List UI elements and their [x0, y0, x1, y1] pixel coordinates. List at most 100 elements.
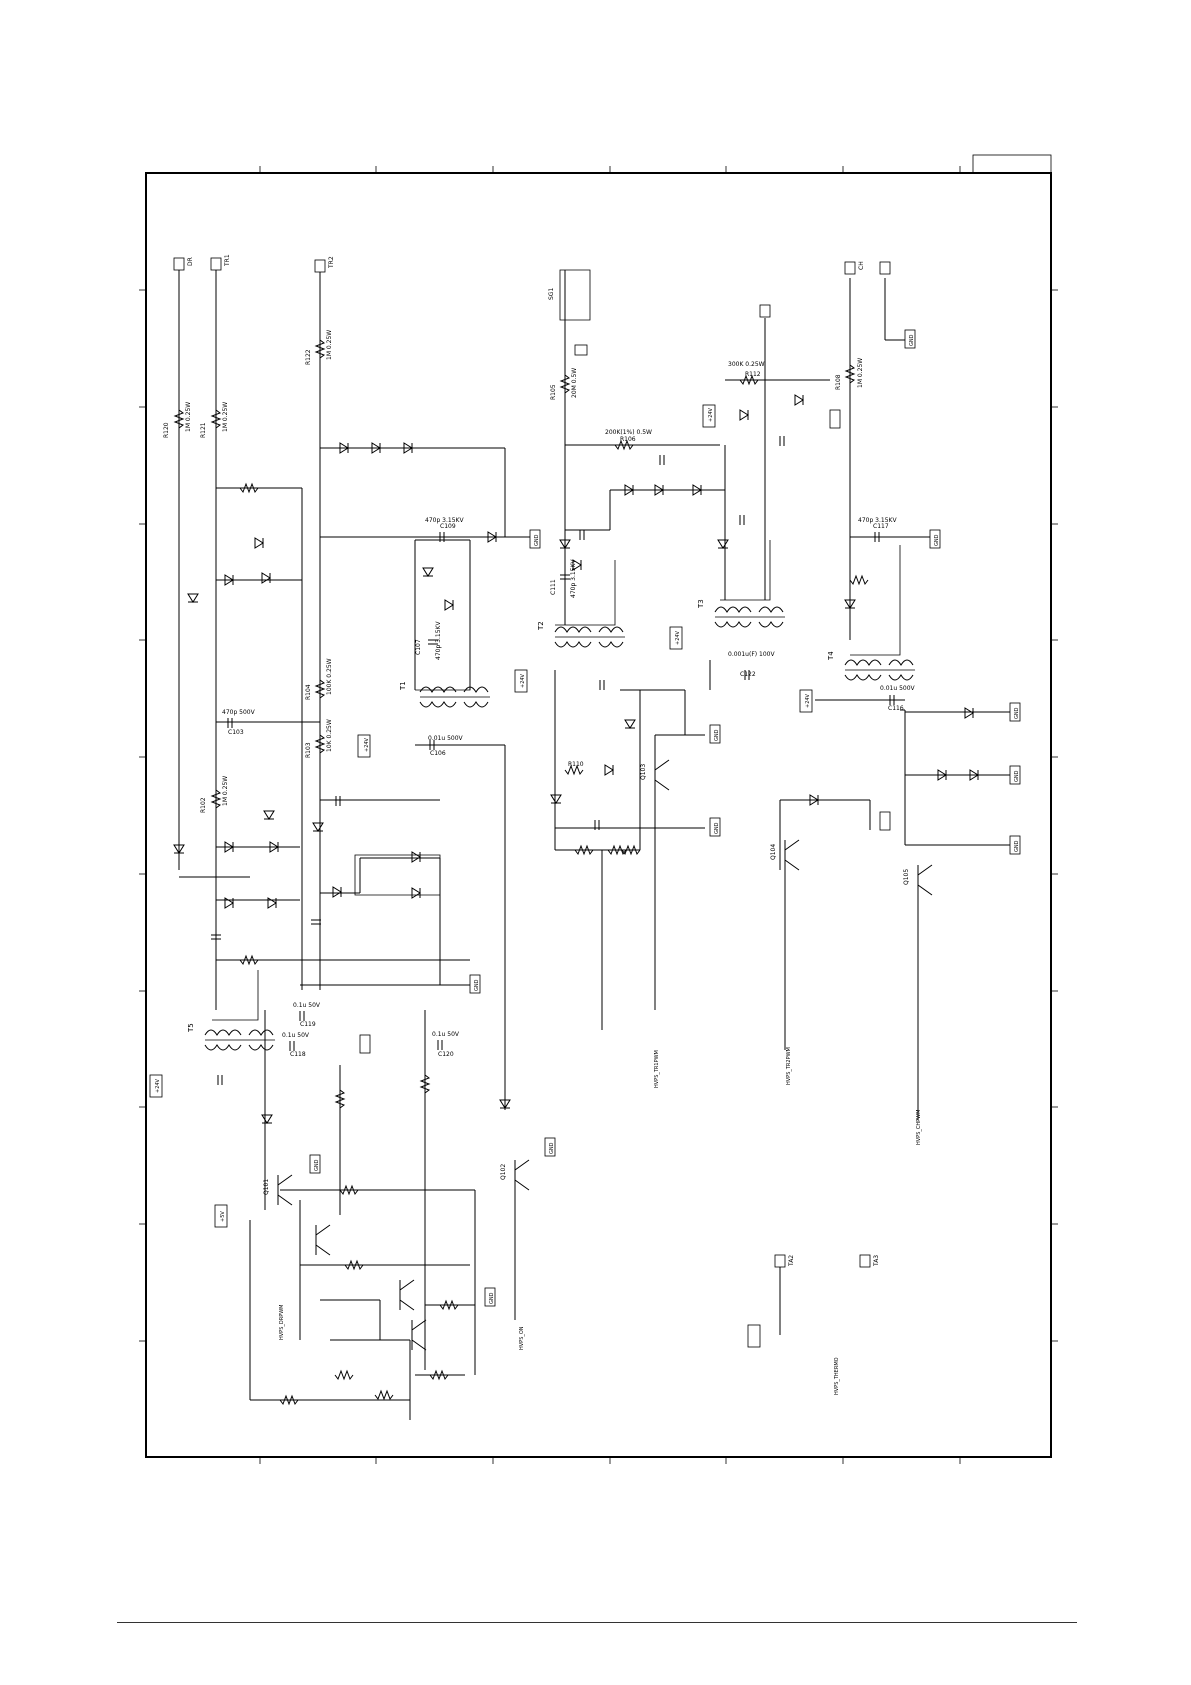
label-r104-value: 100K 0.25W: [326, 658, 333, 695]
net-gnd-3: GND: [314, 1159, 320, 1171]
title-tab: [972, 154, 1052, 174]
label-r122-value: 1M 0.25W: [326, 330, 333, 360]
label-r120: R120: [163, 422, 170, 438]
label-q102: Q102: [500, 1164, 507, 1180]
net-p24v-3: +24V: [675, 630, 681, 645]
net-gnd-8: GND: [909, 334, 915, 346]
connector-labels: DR TR1 TR2 CH TA2 TA3: [187, 254, 880, 1267]
net-hvps-tr1pwm: HVPS_TR1PWM: [654, 1050, 660, 1088]
label-r103-value: 10K 0.25W: [326, 719, 333, 752]
net-hvps-chpwm: HVPS_CHPWM: [916, 1110, 922, 1145]
label-c111-value: 470p 3.15KV: [570, 559, 577, 598]
label-c118: C118: [290, 1051, 306, 1058]
net-gnd-11: GND: [1014, 770, 1020, 782]
label-r106-value: 200K(1%) 0.5W: [605, 429, 652, 436]
net-gnd-5: GND: [489, 1292, 495, 1304]
net-p24v-6: +24V: [155, 1078, 161, 1093]
wiring: [178, 267, 1010, 1420]
label-r121: R121: [200, 422, 207, 438]
label-r105-value: 20M 0.5W: [571, 368, 578, 398]
net-labels: GND GND GND GND GND GND GND GND GND GND …: [155, 334, 1020, 1395]
label-c120: C120: [438, 1051, 454, 1058]
transformer-t3: [714, 606, 785, 628]
label-c106-value: 0.01u 500V: [428, 735, 464, 742]
label-t1: T1: [399, 681, 407, 691]
label-q105: Q105: [903, 869, 910, 885]
net-hvps-thermo: HVPS_THERMO: [834, 1357, 840, 1395]
net-hvps-on: HVPS_ON: [519, 1326, 525, 1350]
connector-stubs: [173, 257, 891, 1268]
label-sg1: SG1: [548, 288, 555, 300]
label-r104: R104: [305, 684, 312, 700]
label-c116: C116: [888, 705, 904, 712]
label-r112: R112: [745, 371, 761, 378]
resistors: [173, 339, 869, 1406]
diodes: [173, 394, 979, 1124]
net-p24v-1: +24V: [364, 737, 370, 752]
net-gnd-9: GND: [934, 534, 940, 546]
label-r121-value: 1M 0.25W: [222, 402, 229, 432]
label-c109-value: 470p 3.15KV: [425, 517, 464, 524]
label-t2: T2: [537, 621, 545, 631]
capacitors: [211, 436, 895, 1085]
label-t3: T3: [697, 599, 705, 609]
net-p5v: +5V: [220, 1211, 226, 1222]
label-r102: R102: [200, 797, 207, 813]
label-q103: Q103: [640, 764, 647, 780]
transistors: [277, 759, 933, 1351]
net-p24v-4: +24V: [520, 673, 526, 688]
label-t4: T4: [827, 651, 835, 661]
component-labels: R120 1M 0.25W R121 1M 0.25W R122 1M 0.25…: [163, 288, 916, 1195]
net-gnd-4: GND: [549, 1142, 555, 1154]
net-gnd-2: GND: [474, 979, 480, 991]
label-r106: R106: [620, 436, 636, 443]
label-c109: C109: [440, 523, 456, 530]
label-q101: Q101: [263, 1179, 270, 1195]
multiplier-stacks: [212, 269, 901, 1021]
net-hvps-drpwm: HVPS_DRPWM: [279, 1305, 285, 1340]
label-c106: C106: [430, 750, 446, 757]
label-r102-value: 1M 0.25W: [222, 776, 229, 806]
zone-ticks-vertical: [139, 289, 1058, 1342]
connector-ta2: TA2: [788, 1255, 795, 1267]
transformer-t2: [554, 626, 625, 648]
label-r112-value: 300K 0.25W: [728, 361, 765, 368]
label-c119: C119: [300, 1021, 316, 1028]
label-c117-value: 470p 3.15KV: [858, 517, 897, 524]
label-c111: C111: [550, 579, 557, 595]
net-gnd-1: GND: [534, 534, 540, 546]
connector-tr2: TR2: [328, 256, 335, 269]
label-c107-value: 470p 3.15KV: [435, 621, 442, 660]
label-t5: T5: [187, 1023, 195, 1033]
label-c103-value: 470p 500V: [222, 709, 256, 716]
label-r108-value: 1M 0.25W: [857, 358, 864, 388]
net-p24v-2: +24V: [708, 407, 714, 422]
label-c107: C107: [415, 639, 422, 655]
label-c103: C103: [228, 729, 244, 736]
transformer-t4: [844, 659, 915, 681]
label-r122: R122: [305, 349, 312, 365]
label-r103: R103: [305, 742, 312, 758]
label-r108: R108: [835, 374, 842, 390]
net-p24v-5: +24V: [805, 693, 811, 708]
connector-ta3: TA3: [873, 1255, 880, 1267]
label-r105: R105: [550, 384, 557, 400]
label-c122: C122: [740, 671, 756, 678]
net-gnd-7: GND: [714, 822, 720, 834]
connector-ch: CH: [858, 261, 865, 270]
label-c116-value: 0.01u 500V: [880, 685, 916, 692]
label-q104: Q104: [770, 844, 777, 860]
label-r110: R110: [568, 761, 584, 768]
label-c117: C117: [873, 523, 889, 530]
net-gnd-12: GND: [1014, 840, 1020, 852]
label-c118-value: 0.1u 50V: [282, 1032, 310, 1039]
net-hvps-tr2pwm: HVPS_TR2PWM: [786, 1047, 792, 1085]
net-boxes: [149, 329, 1021, 1348]
transformer-t5: [204, 1029, 275, 1051]
transformer-t1: [419, 686, 490, 708]
label-c122-value: 0.001u(F) 100V: [728, 651, 775, 658]
label-r120-value: 1M 0.25W: [185, 402, 192, 432]
net-gnd-6: GND: [714, 729, 720, 741]
footer-rule: [117, 1622, 1077, 1623]
